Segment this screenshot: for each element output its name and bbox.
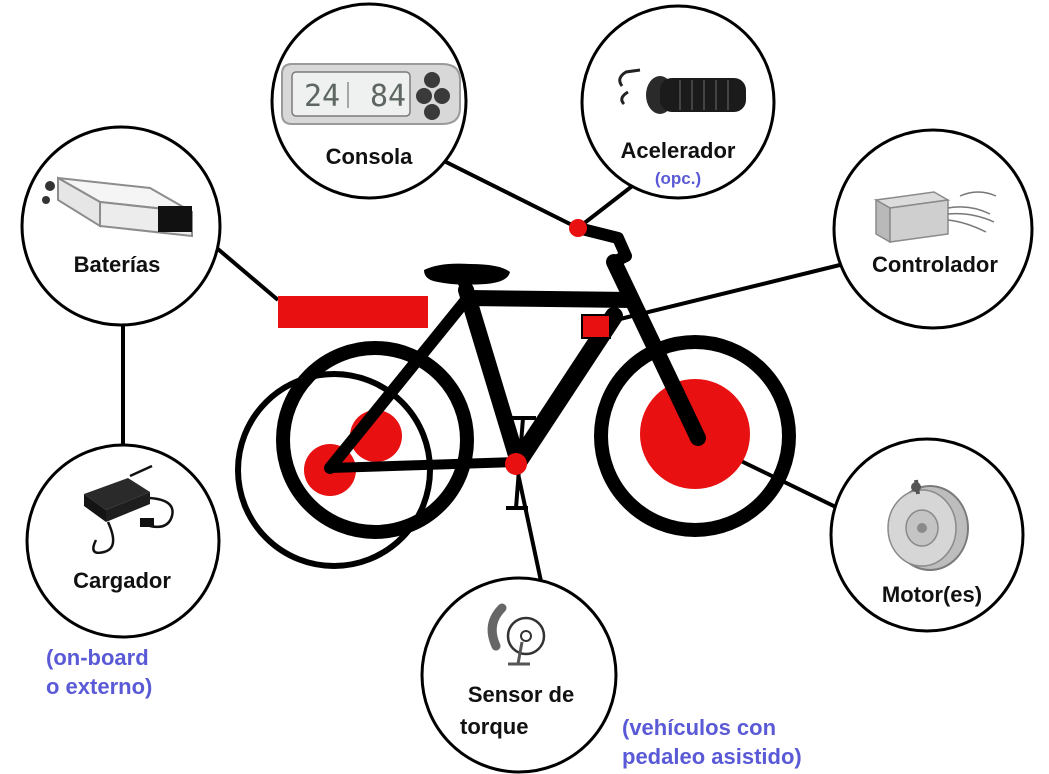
node-cargador: Cargador	[25, 443, 221, 639]
top-tube	[460, 290, 640, 308]
controller-highlight	[581, 314, 611, 339]
throttle-grip-icon	[618, 68, 746, 114]
connector-sensor	[514, 463, 544, 587]
node-sensor-circle	[420, 576, 618, 774]
connector-controlador	[607, 260, 853, 324]
node-sensor-note-line1: (vehículos con	[622, 715, 776, 740]
connector-baterias	[210, 242, 280, 302]
node-acelerador-note: (opc.)	[655, 169, 701, 188]
node-sensor-label-line1: Sensor de	[468, 682, 574, 707]
controller-box-icon	[873, 191, 997, 244]
front-wheel	[594, 335, 796, 537]
node-baterias: Baterías	[20, 125, 222, 327]
display-console-icon: 24 84	[281, 63, 461, 125]
connector-consola	[441, 158, 579, 230]
node-sensor: Sensor de torque	[420, 576, 618, 774]
connector-acelerador	[576, 178, 642, 230]
battery-highlight	[278, 296, 428, 328]
rear-wheel-outer	[235, 371, 433, 569]
node-motor: Motor(es)	[829, 437, 1025, 633]
saddle	[424, 263, 510, 285]
node-sensor-note-line2: pedaleo asistido)	[622, 744, 802, 769]
rear-wheel-inner	[276, 341, 474, 539]
seat-tube	[458, 282, 526, 470]
node-cargador-note-line1: (on-board	[46, 645, 149, 670]
charger-icon	[84, 464, 174, 554]
node-acelerador: Acelerador (opc.)	[580, 4, 776, 200]
bicycle	[235, 219, 796, 569]
node-cargador-label: Cargador	[73, 568, 171, 593]
handlebar	[572, 222, 632, 268]
fork	[606, 254, 706, 446]
hub-motor-icon	[887, 479, 969, 571]
down-tube	[509, 307, 623, 471]
node-baterias-label: Baterías	[74, 252, 161, 277]
battery-pack-icon	[42, 176, 193, 238]
node-controlador: Controlador	[832, 128, 1034, 330]
node-consola: 24 84 Consola	[270, 2, 468, 200]
node-sensor-label-line2: torque	[460, 714, 528, 739]
console-digits-left: 24	[304, 79, 340, 114]
seat-stay	[324, 294, 472, 474]
node-cargador-note-line2: o externo)	[46, 674, 152, 699]
torque-sensor-point	[505, 453, 527, 475]
node-motor-label: Motor(es)	[882, 582, 982, 607]
node-consola-label: Consola	[326, 144, 414, 169]
node-acelerador-label: Acelerador	[621, 138, 736, 163]
console-digits-right: 84	[370, 79, 406, 114]
throttle-console-point	[569, 219, 587, 237]
torque-sensor-icon	[487, 603, 546, 666]
node-controlador-label: Controlador	[872, 252, 998, 277]
node-cargador-circle	[25, 443, 221, 639]
chain-stay	[325, 457, 523, 473]
